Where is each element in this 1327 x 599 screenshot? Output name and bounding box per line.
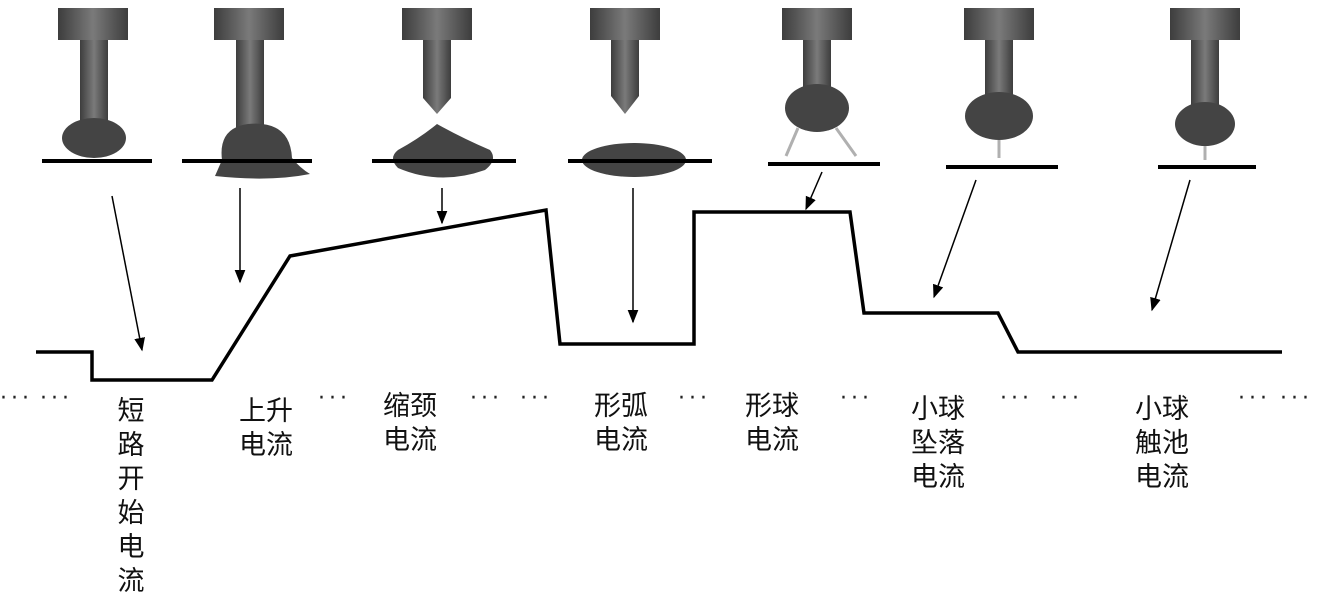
arrow-ball-touching bbox=[1150, 179, 1191, 312]
separator-dots: ··· bbox=[0, 386, 33, 411]
electrode-illustration-short-circuit bbox=[42, 8, 152, 163]
stage-label-rising: 上升电流 bbox=[239, 396, 293, 461]
current-waveform bbox=[36, 207, 1282, 382]
separator-dots: ··· bbox=[1050, 386, 1083, 411]
pointer-arrows bbox=[111, 171, 1191, 352]
separator-dots: ··· bbox=[318, 386, 351, 411]
stage-label-short-circuit: 短路开始电流 bbox=[117, 396, 145, 597]
stage-label-ball-dropping: 小球坠落电流 bbox=[911, 394, 965, 493]
electrode-illustration-ball-dropping bbox=[946, 8, 1058, 169]
electrode-illustration-arcing bbox=[568, 8, 712, 177]
electrode-illustration-necking bbox=[372, 8, 516, 178]
stage-label-arcing: 形弧电流 bbox=[594, 391, 648, 456]
separator-dots: ··· bbox=[678, 386, 711, 411]
separator-dots: ··· bbox=[520, 386, 553, 411]
separator-dots: ··· bbox=[1280, 386, 1313, 411]
separator-dots: ··· bbox=[40, 386, 73, 411]
stage-label-ball-touching: 小球触池电流 bbox=[1135, 394, 1189, 493]
separator-dots: ··· bbox=[1000, 386, 1033, 411]
separator-dots: ··· bbox=[840, 386, 873, 411]
current-waveform-diagram bbox=[36, 8, 1282, 382]
separator-dots: ··· bbox=[470, 386, 503, 411]
electrode-illustration-ball-touching bbox=[1158, 8, 1256, 169]
stage-label-ball-forming: 形球电流 bbox=[745, 391, 799, 456]
arrow-ball-dropping bbox=[933, 179, 977, 299]
arrow-short-circuit bbox=[111, 195, 145, 352]
stage-label-necking: 缩颈电流 bbox=[383, 391, 437, 456]
separator-dots: ··· bbox=[1238, 386, 1271, 411]
electrode-illustration-rising bbox=[182, 8, 312, 179]
arrow-ball-forming bbox=[805, 171, 823, 211]
electrode-illustration-ball-forming bbox=[768, 8, 880, 166]
